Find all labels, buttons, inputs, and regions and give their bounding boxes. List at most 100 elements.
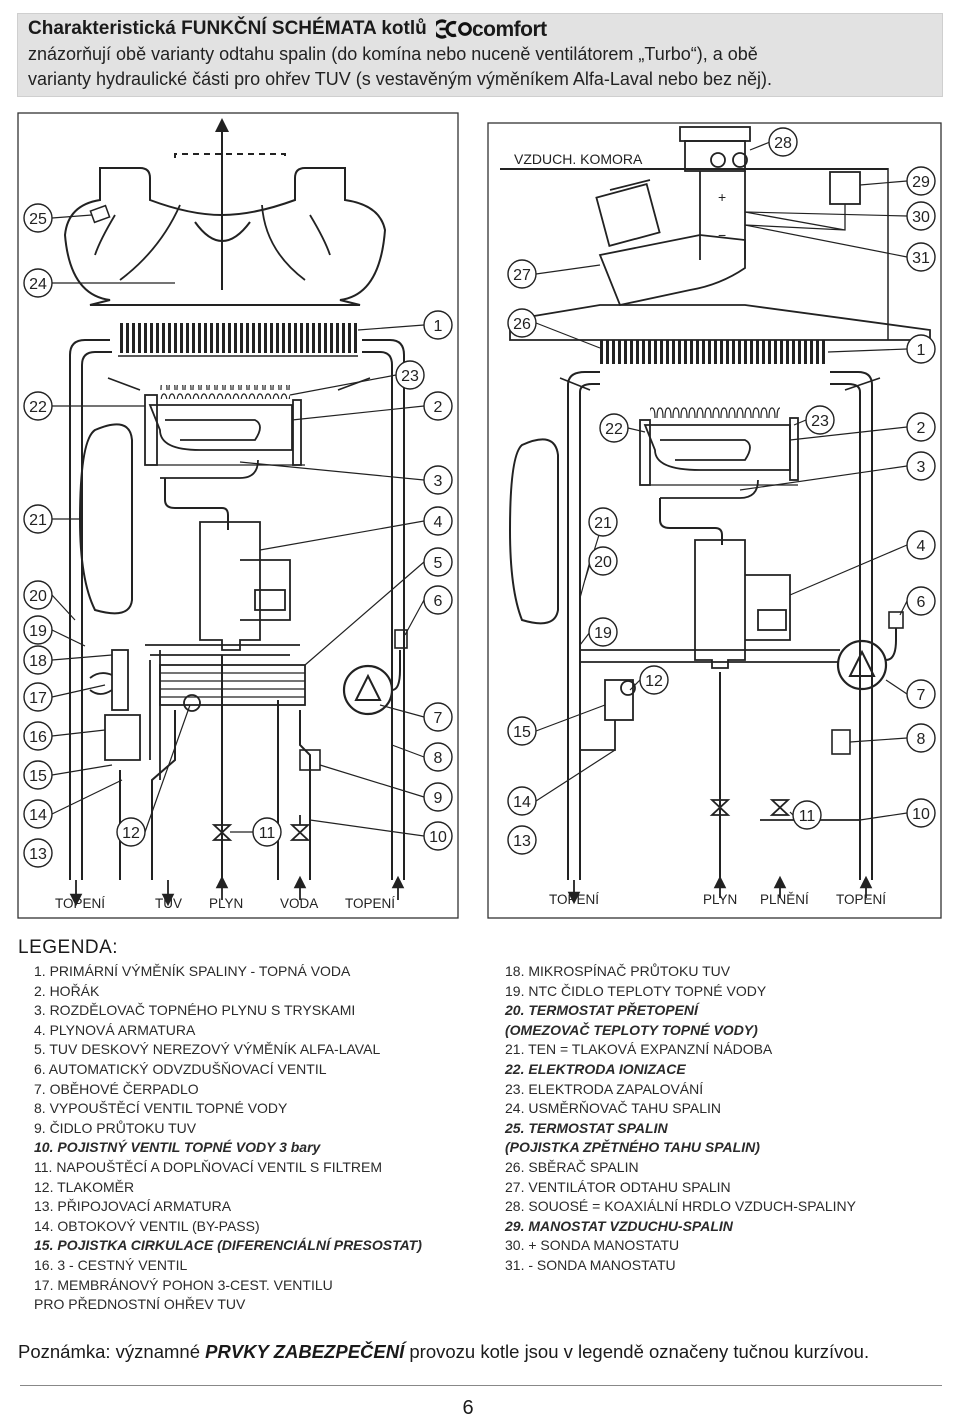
legend-item: 30. + SONDA MANOSTATU bbox=[505, 1237, 680, 1254]
legend-item: 22. ELEKTRODA IONIZACE bbox=[505, 1061, 686, 1077]
legend-item: 4. PLYNOVÁ ARMATURA bbox=[34, 1021, 196, 1038]
svg-text:1: 1 bbox=[434, 318, 443, 335]
right-callouts: 28 29 30 31 27 26 1 22 23 2 3 21 4 20 6 … bbox=[507, 127, 936, 855]
legend-item: 16. 3 - CESTNÝ VENTIL bbox=[34, 1257, 188, 1273]
callout-20: 20 bbox=[23, 580, 53, 610]
note-prefix: Poznámka: významné bbox=[18, 1341, 206, 1362]
r-callout-13: 13 bbox=[507, 825, 537, 855]
legend-item: 24. USMĚRŇOVAČ TAHU SPALIN bbox=[505, 1100, 722, 1117]
r-callout-20: 20 bbox=[588, 546, 618, 576]
legend-item: 28. SOUOSÉ = KOAXIÁLNÍ HRDLO VZDUCH-SPAL… bbox=[505, 1198, 857, 1215]
left-connection-arrows bbox=[69, 875, 405, 907]
svg-text:16: 16 bbox=[29, 729, 47, 746]
label-plyn: PLYN bbox=[209, 896, 243, 911]
svg-text:4: 4 bbox=[917, 538, 926, 555]
r-callout-7: 7 bbox=[906, 679, 936, 709]
svg-text:12: 12 bbox=[122, 825, 140, 842]
right-bottom-valves bbox=[709, 799, 860, 821]
right-expansion-tank bbox=[508, 438, 559, 625]
svg-text:14: 14 bbox=[29, 807, 47, 824]
label-voda: VODA bbox=[280, 896, 318, 911]
svg-text:27: 27 bbox=[513, 267, 531, 284]
r-callout-22: 22 bbox=[599, 413, 629, 443]
svg-text:7: 7 bbox=[917, 687, 926, 704]
callout-15: 15 bbox=[23, 760, 53, 790]
svg-text:22: 22 bbox=[29, 399, 47, 416]
note-emphasis: PRVKY ZABEZPEČENÍ bbox=[205, 1341, 405, 1362]
left-diagram: 25 24 1 23 22 2 3 21 4 5 20 6 19 18 17 7… bbox=[17, 112, 459, 919]
primary-exchanger-fins bbox=[118, 323, 358, 353]
callout-3: 3 bbox=[423, 465, 453, 495]
svg-text:31: 31 bbox=[912, 250, 930, 267]
legend-item: (POJISTKA ZPĚTNÉHO TAHU SPALIN) bbox=[505, 1139, 760, 1156]
svg-text:21: 21 bbox=[29, 512, 47, 529]
burner bbox=[144, 385, 305, 479]
svg-text:21: 21 bbox=[594, 515, 612, 532]
r-callout-4: 4 bbox=[906, 530, 936, 560]
svg-text:15: 15 bbox=[513, 724, 531, 741]
svg-text:20: 20 bbox=[29, 588, 47, 605]
r-callout-27: 27 bbox=[507, 259, 537, 289]
legend-item: (OMEZOVAČ TEPLOTY TOPNÉ VODY) bbox=[505, 1021, 758, 1038]
legend-item: 21. TEN = TLAKOVÁ EXPANZNÍ NÁDOBA bbox=[505, 1041, 773, 1058]
callout-9: 9 bbox=[423, 782, 453, 812]
svg-text:10: 10 bbox=[429, 829, 447, 846]
callout-2: 2 bbox=[423, 391, 453, 421]
label-topeni-return: TOPENÍ bbox=[345, 896, 395, 911]
legend-item: 18. MIKROSPÍNAČ PRŮTOKU TUV bbox=[505, 963, 731, 979]
air-pressure-switch bbox=[829, 171, 861, 205]
callout-6: 6 bbox=[423, 585, 453, 615]
svg-text:17: 17 bbox=[29, 690, 47, 707]
right-connection-labels: TOPENÍ PLYN PLNĚNÍ TOPENÍ bbox=[549, 892, 886, 907]
svg-text:13: 13 bbox=[29, 846, 47, 863]
svg-text:23: 23 bbox=[401, 368, 419, 385]
legend-item: 29. MANOSTAT VZDUCHU-SPALIN bbox=[505, 1217, 733, 1234]
callout-25: 25 bbox=[23, 203, 53, 233]
callout-19: 19 bbox=[23, 615, 53, 645]
callout-4: 4 bbox=[423, 506, 453, 536]
svg-text:29: 29 bbox=[912, 174, 930, 191]
note-suffix: provozu kotle jsou v legendě označeny tu… bbox=[404, 1341, 870, 1362]
legend-item: 19. NTC ČIDLO TEPLOTY TOPNÉ VODY bbox=[505, 982, 767, 999]
svg-text:18: 18 bbox=[29, 653, 47, 670]
svg-text:9: 9 bbox=[434, 790, 443, 807]
legend-item: 13. PŘIPOJOVACÍ ARMATURA bbox=[34, 1198, 232, 1215]
callout-21: 21 bbox=[23, 504, 53, 534]
r-callout-3: 3 bbox=[906, 451, 936, 481]
svg-text:7: 7 bbox=[434, 710, 443, 727]
callout-14: 14 bbox=[23, 799, 53, 829]
svg-text:20: 20 bbox=[594, 554, 612, 571]
legend-item: 8. VYPOUŠTĚCÍ VENTIL TOPNÉ VODY bbox=[34, 1100, 288, 1117]
callout-23: 23 bbox=[395, 360, 425, 390]
legend-item: 17. MEMBRÁNOVÝ POHON 3-CEST. VENTILU bbox=[34, 1276, 333, 1293]
svg-text:6: 6 bbox=[917, 594, 926, 611]
svg-text:28: 28 bbox=[774, 135, 792, 152]
svg-text:26: 26 bbox=[513, 316, 531, 333]
callout-8: 8 bbox=[423, 742, 453, 772]
r-callout-28: 28 bbox=[768, 127, 798, 157]
coaxial-outlet bbox=[679, 126, 751, 260]
svg-text:8: 8 bbox=[917, 731, 926, 748]
right-diagram: VZDUCH. KOMORA + − bbox=[487, 122, 942, 919]
left-frame bbox=[17, 112, 459, 919]
left-connection-labels: TOPENÍ TUV PLYN VODA TOPENÍ bbox=[55, 896, 395, 911]
svg-text:5: 5 bbox=[434, 555, 443, 572]
plate-heat-exchanger bbox=[159, 664, 306, 706]
legend-item: 11. NAPOUŠTĚCÍ A DOPLŇOVACÍ VENTIL S FIL… bbox=[34, 1159, 383, 1175]
r-callout-14: 14 bbox=[507, 786, 537, 816]
flue-fan bbox=[595, 179, 746, 307]
three-way-valve bbox=[89, 644, 300, 780]
right-gas-valve bbox=[694, 539, 791, 669]
callout-7: 7 bbox=[423, 702, 453, 732]
svg-text:15: 15 bbox=[29, 768, 47, 785]
r-callout-31: 31 bbox=[906, 242, 936, 272]
callout-17: 17 bbox=[23, 682, 53, 712]
callout-13: 13 bbox=[23, 838, 53, 868]
svg-text:11: 11 bbox=[259, 825, 276, 842]
legend-item: 9. ČIDLO PRŮTOKU TUV bbox=[34, 1119, 197, 1136]
svg-text:6: 6 bbox=[434, 593, 443, 610]
svg-text:23: 23 bbox=[811, 413, 829, 430]
callout-10: 10 bbox=[423, 821, 453, 851]
legend-title: LEGENDA: bbox=[18, 937, 119, 958]
callout-18: 18 bbox=[23, 645, 53, 675]
